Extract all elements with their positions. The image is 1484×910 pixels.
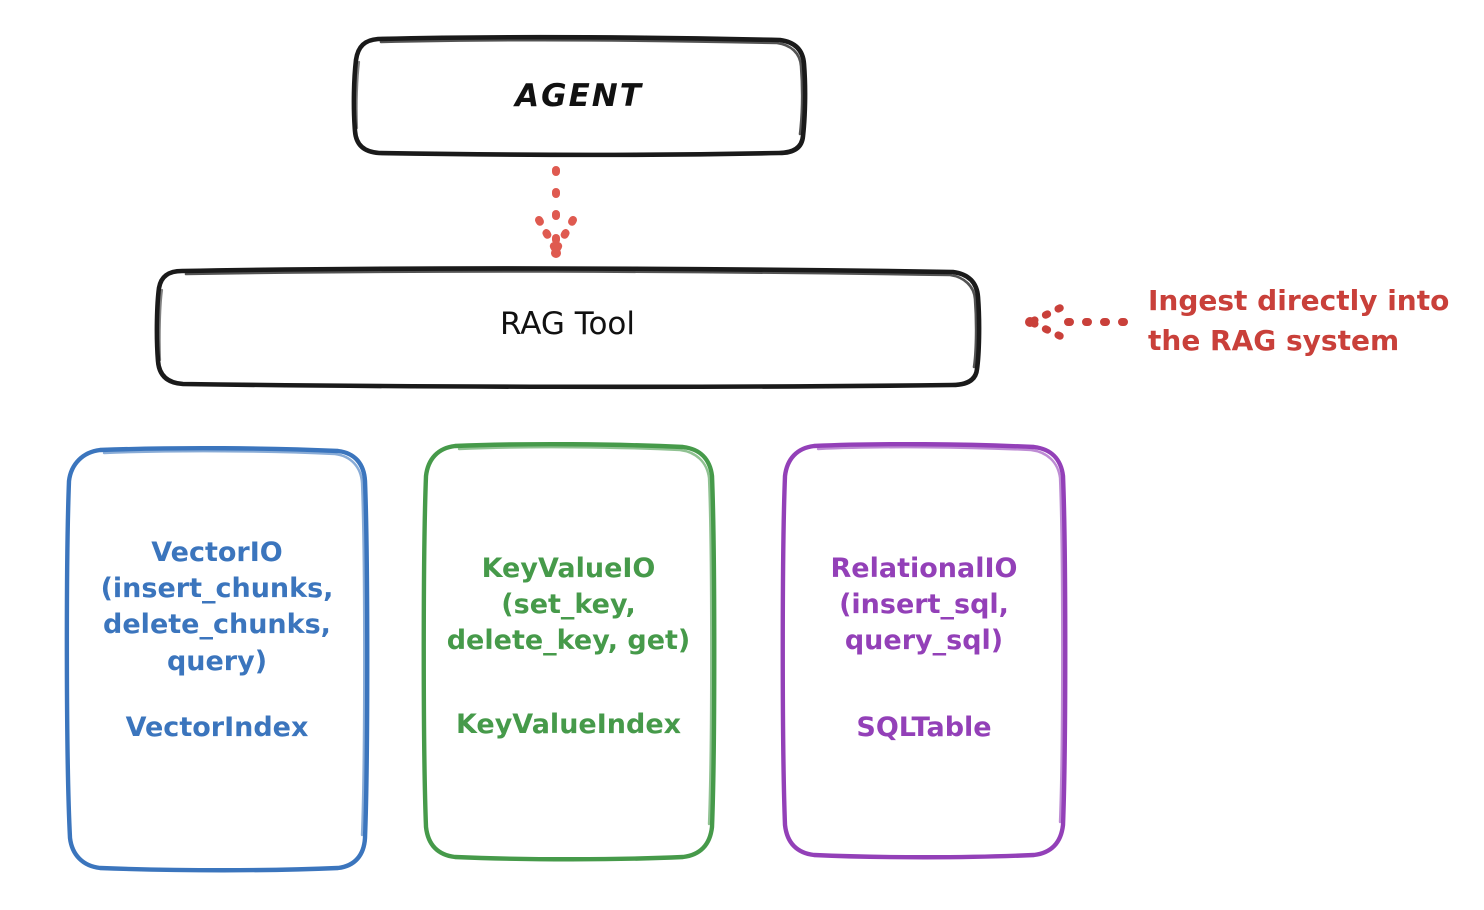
node-rag-tool[interactable] — [154, 266, 982, 390]
node-agent[interactable] — [351, 34, 808, 158]
node-vector-io[interactable] — [64, 445, 370, 873]
node-key-value-io[interactable] — [421, 441, 717, 862]
connector-note-to-rag-tool — [1025, 304, 1128, 340]
connector-agent-to-rag-tool — [535, 166, 577, 258]
node-relational-io[interactable] — [780, 441, 1068, 860]
